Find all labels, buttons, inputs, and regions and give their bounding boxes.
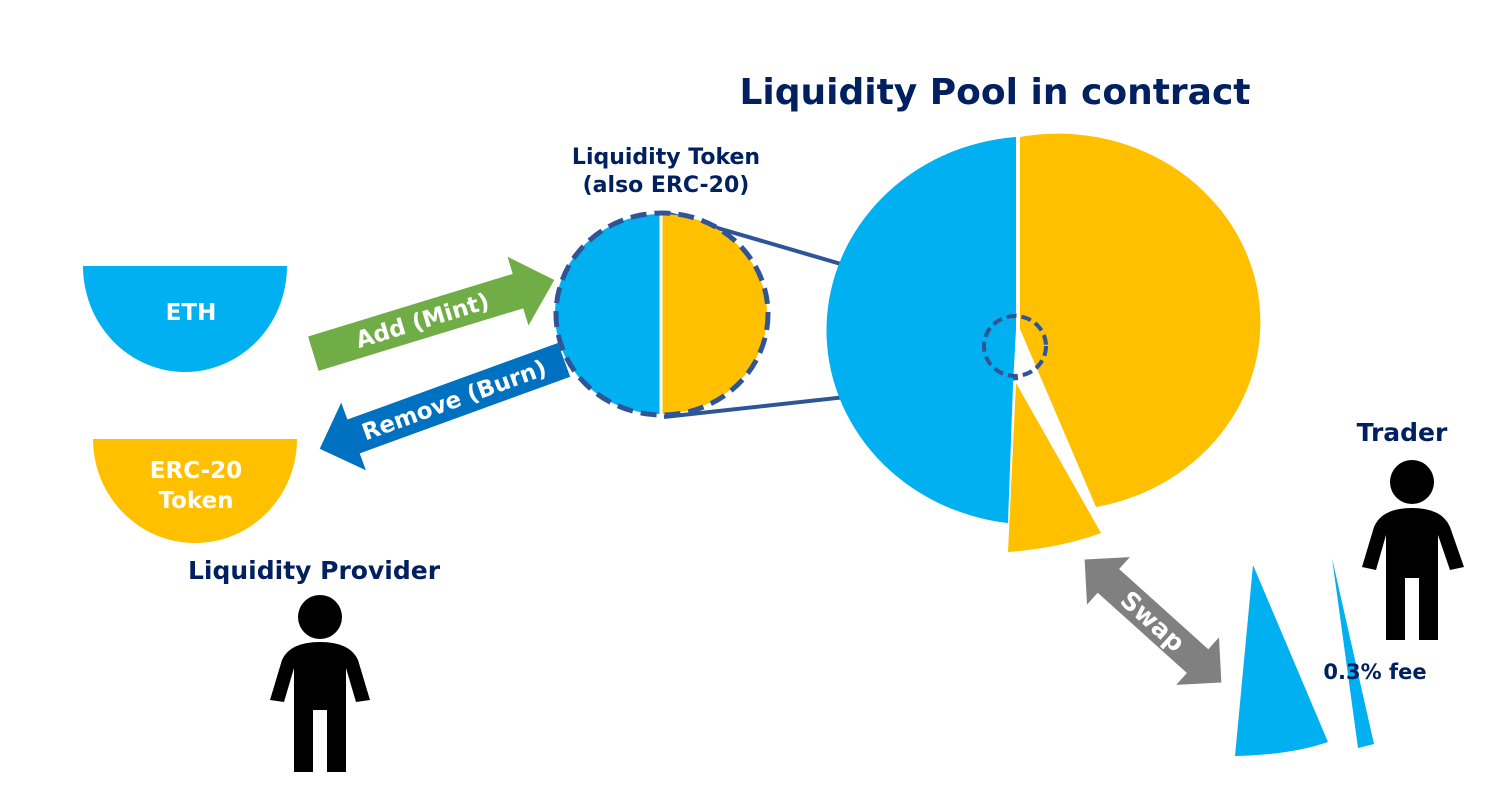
token-eth-half xyxy=(555,214,661,414)
token-label-line2: (also ERC-20) xyxy=(583,173,750,198)
provider-person-icon xyxy=(270,595,370,772)
swap-arrow-label: Swap xyxy=(1115,585,1191,657)
fee-slice xyxy=(1332,558,1374,748)
trader-eth-slice xyxy=(1235,565,1328,756)
fee-label: 0.3% fee xyxy=(1323,660,1426,684)
liquidity-token-circle xyxy=(553,210,771,418)
erc20-label-line1: ERC-20 xyxy=(150,458,242,484)
eth-half-circle xyxy=(83,266,287,372)
page-title: Liquidity Pool in contract xyxy=(739,72,1250,113)
pool-erc20-slice xyxy=(1020,133,1261,508)
pool-zoom-dashed-circle xyxy=(982,314,1048,378)
provider-label: Liquidity Provider xyxy=(188,556,441,585)
token-dashed-outline xyxy=(553,210,771,418)
trader-label: Trader xyxy=(1357,418,1448,447)
pool-pie xyxy=(826,133,1261,552)
erc20-label-line2: Token xyxy=(158,488,233,514)
erc20-half-circle xyxy=(93,439,297,543)
pool-eth-slice xyxy=(826,137,1016,523)
token-erc20-half xyxy=(661,214,767,414)
remove-arrow-label: Remove (Burn) xyxy=(359,355,551,446)
swap-arrow: Swap xyxy=(1084,557,1222,685)
token-label-line1: Liquidity Token xyxy=(572,145,760,170)
eth-label: ETH xyxy=(166,300,217,326)
pool-swap-slice xyxy=(1008,383,1101,552)
trader-person-icon xyxy=(1362,460,1464,640)
